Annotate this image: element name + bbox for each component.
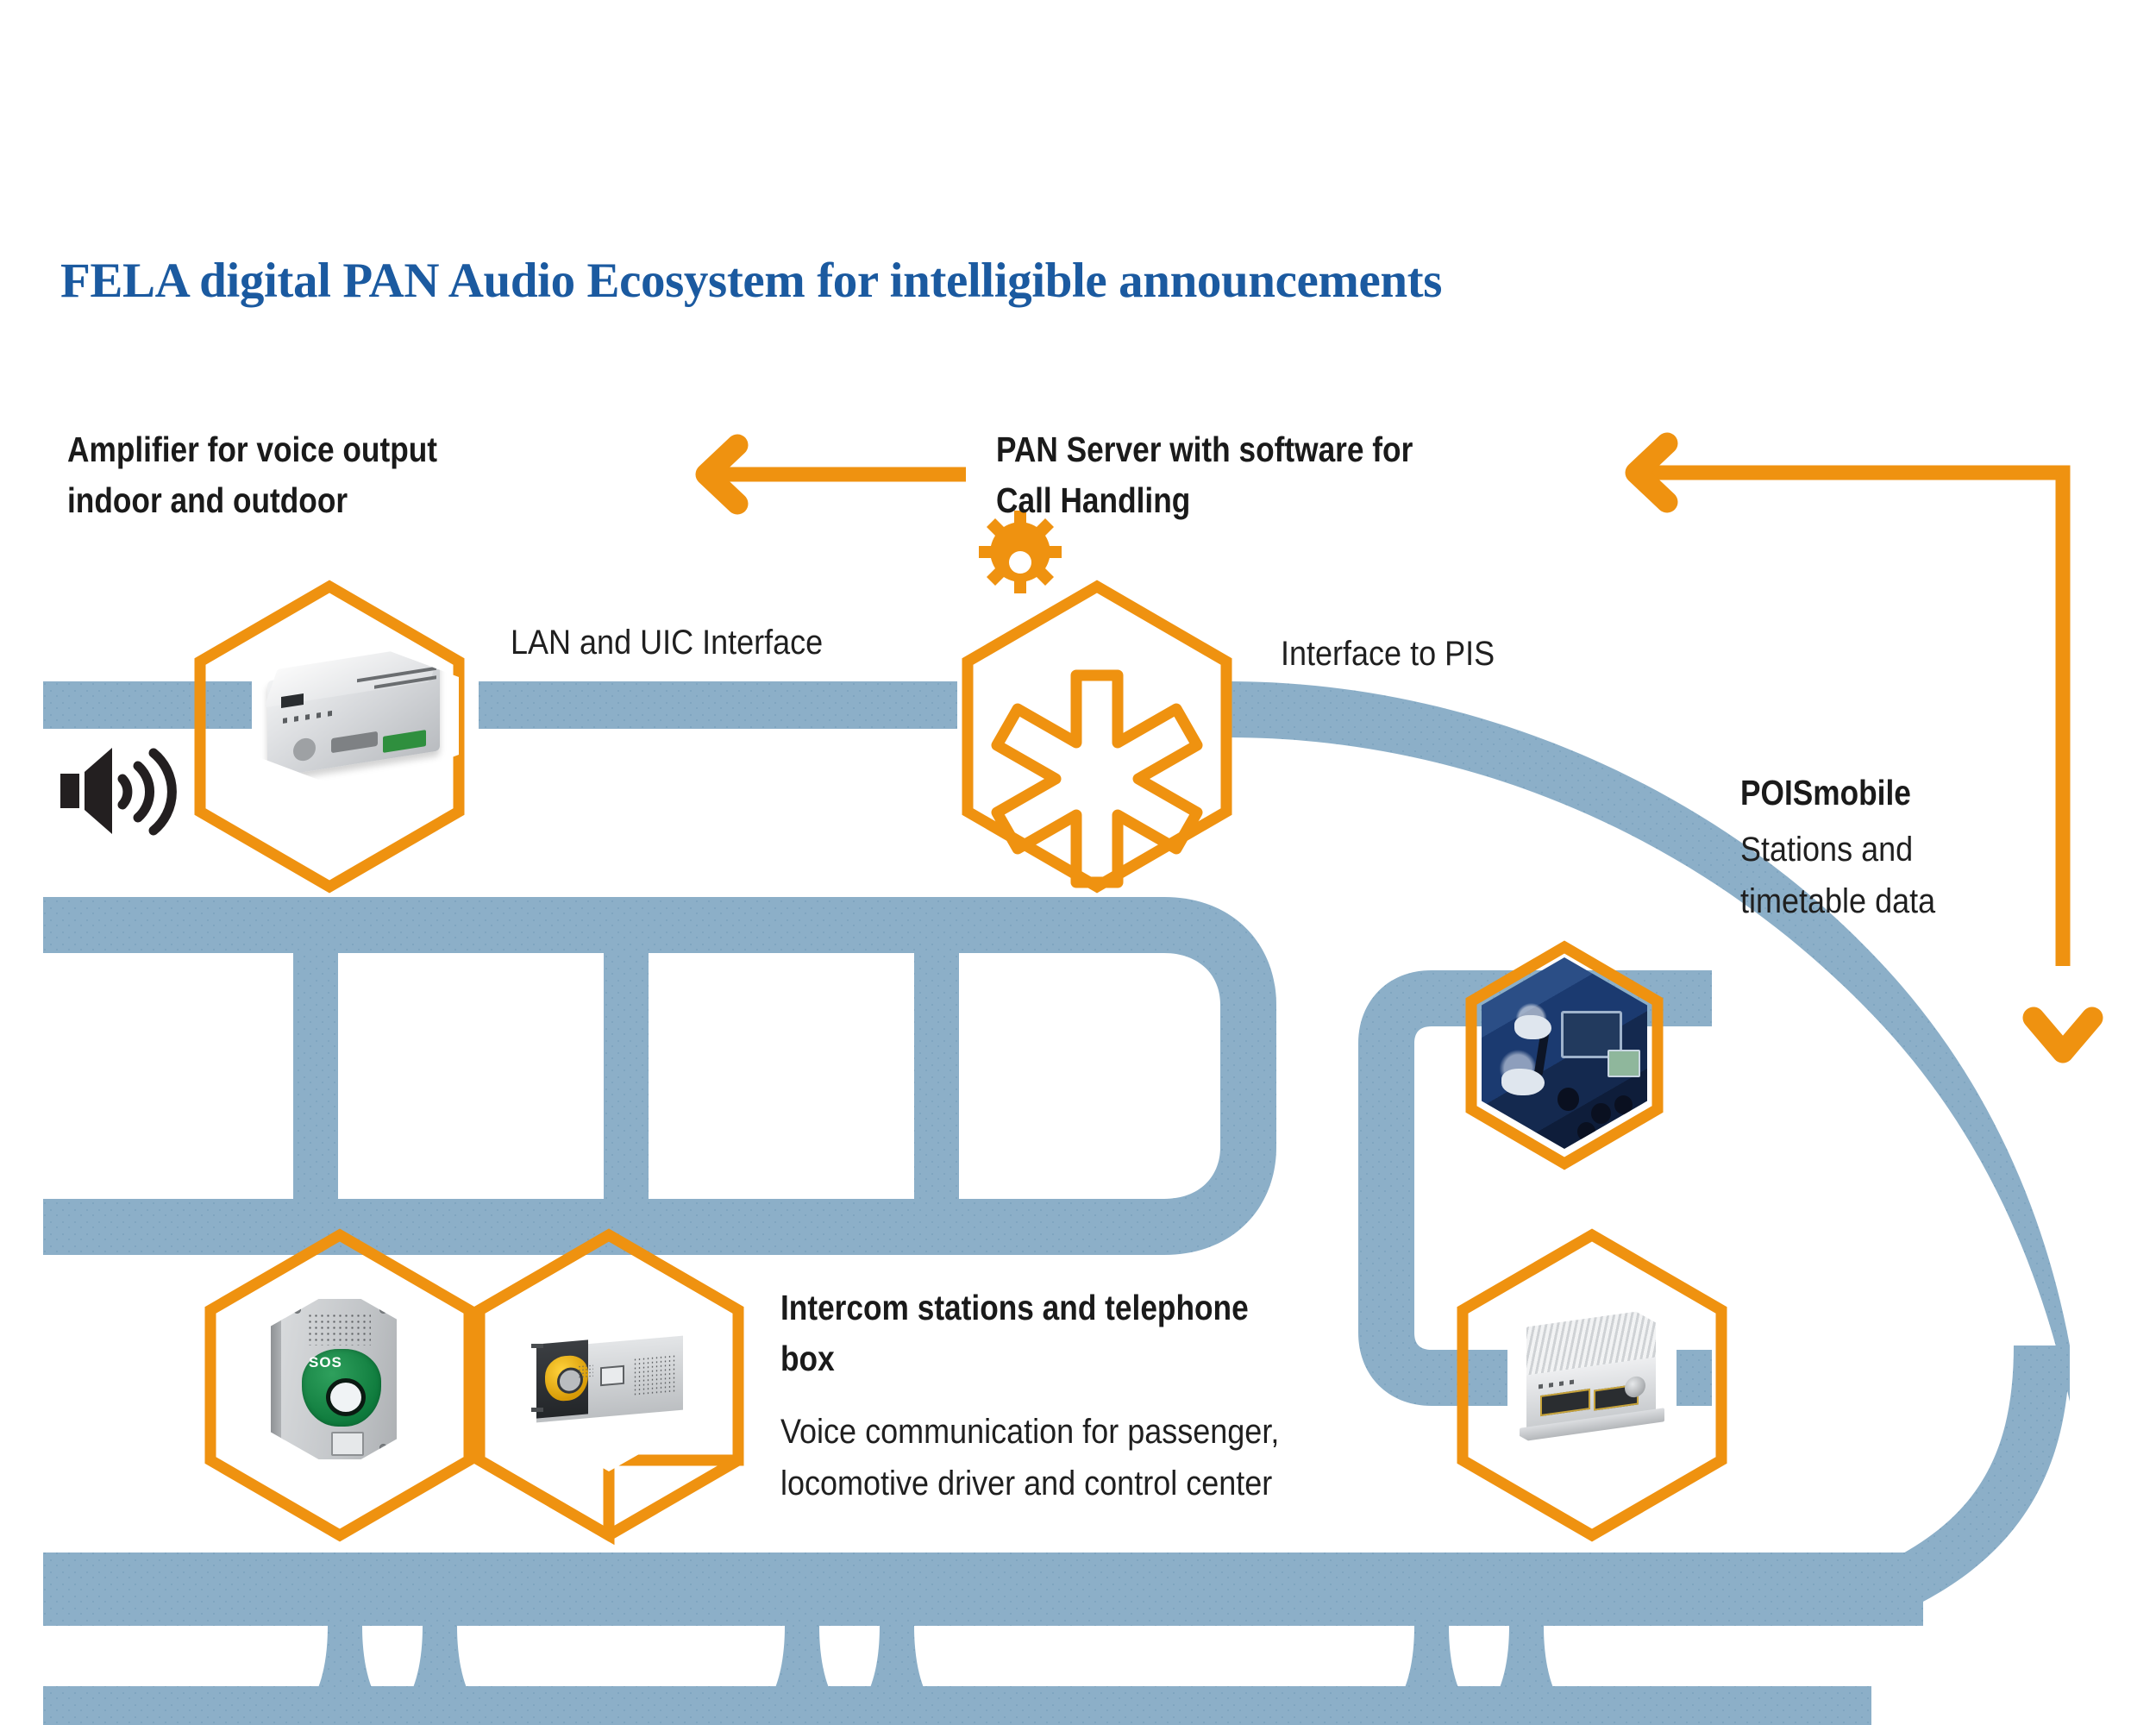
arrow-pis-down <box>2022 1007 2103 1063</box>
label-poismobile-title: POISmobile <box>1740 773 1911 812</box>
arrow-server-to-amplifier <box>695 434 966 515</box>
driver-cab-photo <box>1482 957 1647 1149</box>
poismobile-hex <box>1465 940 1664 1170</box>
telephone-box-hex-2 <box>473 1228 744 1542</box>
asterisk-hub-icon <box>991 669 1203 888</box>
label-interface-to-pis: Interface to PIS <box>1281 635 1495 673</box>
amplifier-hex <box>194 580 465 894</box>
label-poismobile-body: Stations and timetable data <box>1740 831 1936 920</box>
train-silhouette <box>43 681 2070 1725</box>
label-intercom-title: Intercom stations and telephone box <box>780 1288 1249 1379</box>
label-lan-uic-interface: LAN and UIC Interface <box>511 624 824 662</box>
label-pan-server: PAN Server with software for Call Handli… <box>996 430 1413 521</box>
arrow-pis-elbow <box>1625 432 2071 966</box>
label-amplifier: Amplifier for voice output indoor and ou… <box>67 430 438 521</box>
gear-icon <box>979 511 1062 593</box>
amplifier-device <box>252 638 459 794</box>
speaker-waves-icon <box>59 737 188 841</box>
label-intercom-body: Voice communication for passenger, locom… <box>780 1413 1280 1502</box>
sos-intercom-hex <box>204 1228 475 1542</box>
page-title: FELA digital PAN Audio Ecosystem for int… <box>60 254 1443 308</box>
server-unit-hex <box>1457 1228 1727 1542</box>
